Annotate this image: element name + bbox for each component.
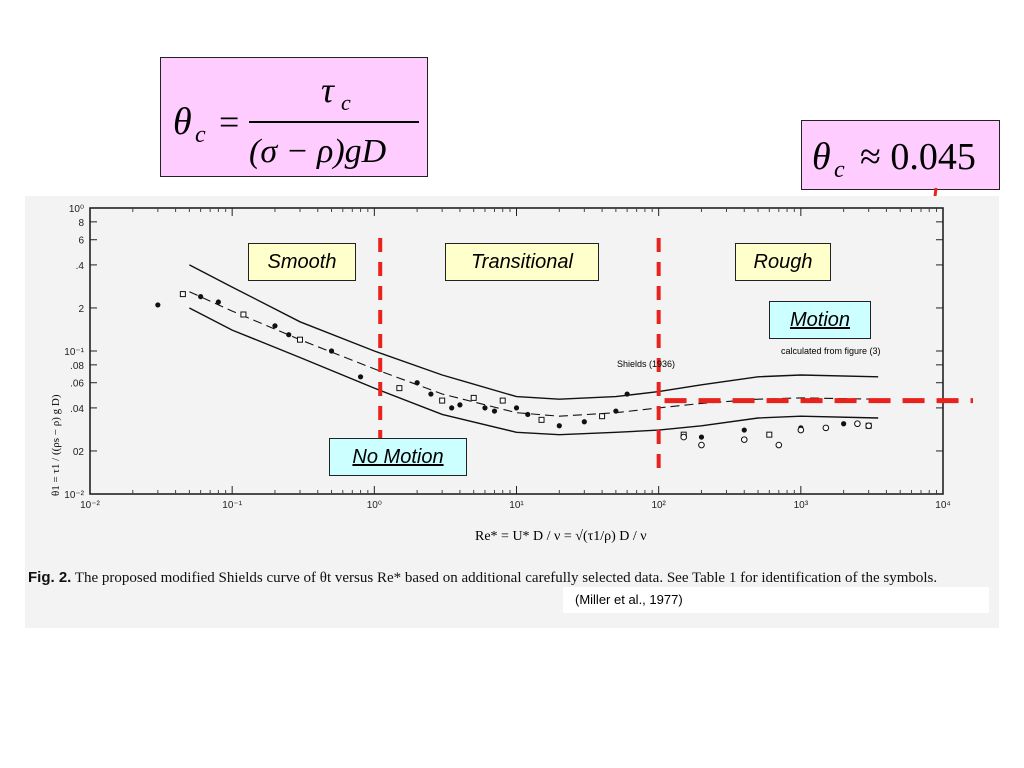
data-point-square xyxy=(499,397,506,404)
data-point xyxy=(482,405,488,411)
lower-envelope-curve xyxy=(189,307,879,436)
data-point xyxy=(414,380,420,386)
data-point xyxy=(198,294,204,300)
data-point-open xyxy=(822,424,830,432)
y-tick-label: 10⁰ xyxy=(69,204,84,215)
theta-subscript: c xyxy=(195,122,206,148)
x-tick-label: 10³ xyxy=(794,500,809,511)
data-point-square xyxy=(538,416,545,423)
critical-shields-formula: θ c = τ c (σ − ρ)gD xyxy=(173,70,419,170)
data-point xyxy=(286,332,292,338)
y-tick-label: .08 xyxy=(70,361,84,372)
y-tick-label: 02 xyxy=(73,447,85,458)
data-point-open xyxy=(740,436,748,443)
data-point xyxy=(613,408,619,414)
upper-envelope-curve xyxy=(189,264,879,400)
theta-subscript: c xyxy=(834,157,845,183)
data-point-square xyxy=(439,397,446,404)
region-transitional-label: Transitional xyxy=(445,243,599,281)
approx-value: ≈ 0.045 xyxy=(860,136,976,178)
x-tick-label: 10⁻² xyxy=(80,500,100,511)
tau-subscript: c xyxy=(341,90,351,115)
y-tick-label: .4 xyxy=(76,261,85,272)
y-tick-label: 2 xyxy=(78,304,84,315)
y-tick-label: 8 xyxy=(78,218,84,229)
y-tick-label: .06 xyxy=(70,379,84,390)
theta-symbol: θ xyxy=(812,136,831,178)
data-point xyxy=(357,374,364,380)
x-tick-label: 10² xyxy=(651,500,666,511)
region-smooth-label: Smooth xyxy=(248,243,356,281)
region-rough-label: Rough xyxy=(735,243,831,281)
x-tick-label: 10⁰ xyxy=(367,500,382,511)
caption-label: Fig. 2. xyxy=(28,569,72,586)
data-point xyxy=(741,427,747,433)
tau-symbol: τ xyxy=(321,70,335,110)
y-tick-label: .04 xyxy=(70,404,84,415)
y-tick-label: 10⁻¹ xyxy=(64,347,84,358)
data-point xyxy=(457,402,463,408)
data-point-square xyxy=(470,394,477,401)
formula-denominator: (σ − ρ)gD xyxy=(249,133,387,170)
data-point-square xyxy=(396,385,403,392)
caption-text: The proposed modified Shields curve of θ… xyxy=(74,570,938,586)
data-point xyxy=(328,348,335,354)
y-tick-label: 6 xyxy=(78,236,84,247)
data-point xyxy=(449,405,455,411)
data-point-square xyxy=(599,413,606,420)
chart-overlay xyxy=(378,238,973,471)
theta-symbol: θ xyxy=(173,101,192,143)
shields-chart: 10⁻² 10⁻¹ 10⁰ 10¹ 10² 10³ 10⁴ 10⁰ 8 6 .4 2 10⁻¹ .08 .0… xyxy=(50,204,973,544)
data-point-open xyxy=(680,433,688,441)
y-tick-label: 10⁻² xyxy=(64,490,84,501)
chart-axes: 10⁻² 10⁻¹ 10⁰ 10¹ 10² 10³ 10⁴ 10⁰ 8 6 .4 2 10⁻¹ .08 .0… xyxy=(64,204,950,511)
equals-sign: = xyxy=(219,102,239,142)
data-point xyxy=(513,405,520,411)
data-point xyxy=(491,408,498,414)
critical-value-formula: θ c ≈ 0.045 xyxy=(812,136,976,183)
calculated-annotation: calculated from figure (3) xyxy=(781,346,881,356)
motion-label: Motion xyxy=(769,301,871,339)
data-point xyxy=(624,391,630,397)
critical-shields-formula-box: θ c = τ c (σ − ρ)gD xyxy=(160,57,428,177)
data-point-square xyxy=(240,311,247,318)
data-point xyxy=(428,391,434,397)
data-point-square xyxy=(766,431,773,438)
data-point-open xyxy=(775,441,783,449)
x-tick-label: 10¹ xyxy=(509,500,524,511)
data-point-open xyxy=(698,441,705,449)
shields-figure: 10⁻² 10⁻¹ 10⁰ 10¹ 10² 10³ 10⁴ 10⁰ 8 6 .4 2 10⁻¹ .08 .0… xyxy=(25,196,999,628)
shields-annotation: Shields (1936) xyxy=(617,359,675,369)
data-point-open xyxy=(865,422,872,430)
x-tick-label: 10⁻¹ xyxy=(222,500,242,511)
no-motion-label: No Motion xyxy=(329,438,467,476)
data-point xyxy=(155,302,161,308)
data-point-open xyxy=(797,426,805,434)
data-point xyxy=(581,419,587,425)
critical-value-box: θ c ≈ 0.045 xyxy=(801,120,1000,190)
data-point xyxy=(698,434,705,440)
figure-caption: Fig. 2. The proposed modified Shields cu… xyxy=(28,568,968,588)
x-tick-label: 10⁴ xyxy=(935,500,950,511)
data-point xyxy=(215,299,221,305)
chart-points xyxy=(155,291,872,449)
citation: (Miller et al., 1977) xyxy=(563,587,989,613)
data-point-square xyxy=(179,291,186,298)
data-point xyxy=(525,411,531,418)
data-point xyxy=(556,423,562,429)
data-point-square xyxy=(296,336,303,343)
data-point-open xyxy=(854,420,861,428)
x-axis-label: Re* = U* D / ν = √(τ1/ρ) D / ν xyxy=(475,529,647,544)
y-axis-label: θ1 = τ1 / ((ρs − ρ) g D) xyxy=(50,394,62,496)
chart-curves xyxy=(189,264,879,436)
data-point xyxy=(841,421,847,427)
data-point xyxy=(272,323,278,329)
